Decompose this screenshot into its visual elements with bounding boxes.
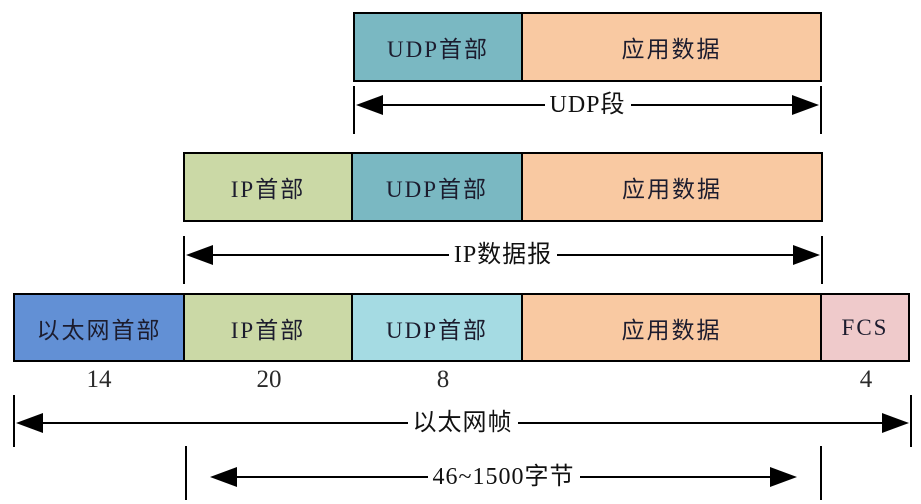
arrowhead-left-icon — [356, 95, 383, 115]
box-app-data: 应用数据 — [521, 12, 822, 82]
ethernet-frame-row: 以太网首部 IP首部 UDP首部 应用数据 FCS — [13, 293, 910, 362]
measure-arrow: UDP段 — [356, 90, 820, 120]
fcs-label: FCS — [841, 314, 889, 340]
size-ethernet-header: 14 — [86, 366, 112, 393]
size-fcs: 4 — [859, 366, 873, 393]
arrowhead-left-icon — [16, 413, 43, 433]
line-segment — [383, 104, 545, 106]
tick-right — [910, 395, 912, 447]
tick-right — [821, 236, 823, 284]
measure-label: UDP段 — [549, 92, 626, 118]
measure-ip-datagram: IP数据报 — [183, 236, 823, 284]
udp-header-label: UDP首部 — [385, 177, 488, 202]
udp-header-label: UDP首部 — [386, 37, 489, 62]
line-segment — [517, 422, 882, 424]
line-segment — [43, 422, 408, 424]
measure-label: 46~1500字节 — [432, 464, 575, 490]
measure-payload-range: 46~1500字节 — [185, 446, 822, 500]
box-ethernet-header: 以太网首部 — [13, 293, 185, 362]
measure-label: 以太网帧 — [412, 410, 513, 436]
measure-arrow: 以太网帧 — [16, 408, 909, 438]
size-udp-header: 8 — [436, 366, 450, 393]
box-app-data: 应用数据 — [521, 293, 822, 362]
udp-header-label: UDP首部 — [385, 317, 488, 343]
line-segment — [237, 476, 428, 478]
line-segment — [557, 254, 793, 256]
arrowhead-right-icon — [770, 467, 798, 487]
app-data-label: 应用数据 — [621, 37, 722, 62]
arrowhead-left-icon — [186, 245, 213, 265]
line-segment — [213, 254, 449, 256]
ip-datagram-row: IP首部 UDP首部 应用数据 — [183, 152, 823, 222]
measure-ethernet-frame: 以太网帧 — [13, 395, 912, 447]
tick-left — [13, 395, 15, 447]
ethernet-header-label: 以太网首部 — [36, 317, 162, 343]
box-ip-header: IP首部 — [183, 152, 353, 222]
box-ip-header: IP首部 — [183, 293, 353, 362]
size-ip-header: 20 — [256, 366, 282, 393]
tick-right — [820, 86, 822, 134]
box-udp-header: UDP首部 — [353, 12, 523, 82]
measure-label: IP数据报 — [453, 242, 553, 268]
tick-left — [185, 446, 187, 500]
box-app-data: 应用数据 — [521, 152, 823, 222]
ip-header-label: IP首部 — [230, 317, 306, 343]
app-data-label: 应用数据 — [621, 317, 722, 343]
line-segment — [579, 476, 771, 478]
box-fcs: FCS — [820, 293, 910, 362]
tick-right — [820, 446, 822, 500]
box-udp-header: UDP首部 — [351, 152, 523, 222]
arrowhead-right-icon — [793, 245, 820, 265]
measure-arrow: IP数据报 — [186, 240, 820, 270]
ip-header-label: IP首部 — [230, 177, 306, 202]
tick-left — [183, 236, 185, 284]
arrowhead-left-icon — [210, 467, 237, 487]
arrowhead-right-icon — [792, 95, 820, 115]
app-data-label: 应用数据 — [622, 177, 722, 202]
measure-arrow: 46~1500字节 — [210, 462, 798, 492]
measure-udp-segment: UDP段 — [353, 86, 822, 134]
udp-segment-row: UDP首部 应用数据 — [353, 12, 822, 82]
box-udp-header: UDP首部 — [351, 293, 523, 362]
tick-left — [353, 86, 355, 134]
line-segment — [630, 104, 793, 106]
arrowhead-right-icon — [882, 413, 909, 433]
